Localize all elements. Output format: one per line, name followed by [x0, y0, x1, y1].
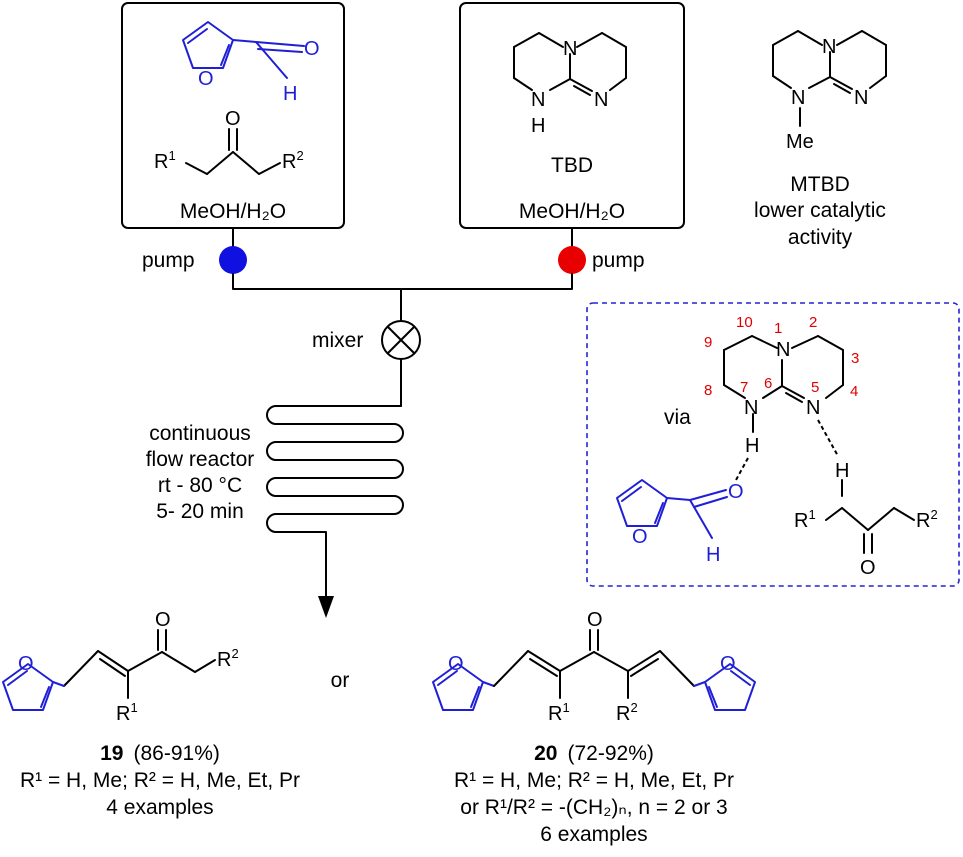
tbd-nh-label: N	[531, 89, 545, 111]
reactor-line-4: 5- 20 min	[156, 500, 244, 523]
right-pump-label: pump	[592, 249, 645, 272]
furfural-structure: O O H	[182, 21, 320, 105]
tbd-h-label: H	[531, 115, 545, 137]
left-pump-label: pump	[142, 249, 195, 272]
right-solvent-label: MeOH/H₂O	[519, 200, 625, 223]
mtbd-me-label: Me	[786, 131, 814, 153]
mech-furan-o-label: O	[632, 526, 648, 548]
mech-aldehyde-o-label: O	[728, 481, 744, 503]
reactor-line-3: rt - 80 °C	[158, 474, 242, 497]
ketone-r2-label: R2	[282, 148, 304, 173]
ring-number-6: 6	[764, 375, 772, 392]
ring-number-1: 1	[774, 320, 782, 337]
mech-n1-label: N	[776, 339, 790, 361]
right-reagent-box: N N H N TBD MeOH/H₂O	[459, 2, 685, 229]
mech-ketone-r1-label: R1	[794, 507, 816, 532]
product-19-structure: O O R2 R1	[2, 609, 239, 725]
left-reagent-box: O O H O R1 R2 MeOH/H₂O	[121, 2, 345, 229]
ketone-r1-label: R1	[154, 148, 176, 173]
p19-r1-label: R1	[116, 700, 138, 725]
ring-number-4: 4	[850, 383, 858, 400]
aldehyde-hydrogen-label: H	[283, 83, 297, 105]
aldehyde-oxygen-label: O	[304, 38, 320, 60]
mech-ketone-h-label: H	[835, 460, 849, 482]
ring-number-10: 10	[736, 314, 753, 331]
tbd-n5-label: N	[594, 89, 608, 111]
mtbd-note-2: activity	[788, 226, 853, 249]
tbd-n1-label: N	[563, 38, 577, 60]
p20-examples: 6 examples	[540, 823, 647, 846]
p20-r1-label: R1	[548, 700, 570, 725]
p19-furan-o-label: O	[18, 653, 34, 675]
h-bond-nh-o	[735, 457, 749, 481]
mech-aldehyde-h-label: H	[706, 544, 720, 566]
ring-number-3: 3	[851, 350, 859, 367]
left-solvent-label: MeOH/H₂O	[180, 200, 286, 223]
ketone-structure: O R1 R2	[154, 108, 304, 175]
left-pump[interactable]	[219, 246, 247, 274]
p20-left-furan-o-label: O	[448, 653, 464, 675]
p20-yield: (72-92%)	[567, 742, 653, 765]
mixer[interactable]	[381, 320, 421, 360]
product-20-structure: O O O R1 R2	[432, 609, 756, 725]
ring-number-7: 7	[740, 379, 748, 396]
mech-ketone-o-label: O	[860, 557, 876, 579]
ketone-oxygen-label: O	[225, 108, 241, 130]
p19-yield: (86-91%)	[133, 742, 219, 765]
mtbd-label: MTBD	[790, 173, 850, 196]
p20-right-furan-o-label: O	[720, 653, 736, 675]
mech-n7-label: N	[744, 397, 758, 419]
p20-number: 20	[534, 742, 557, 765]
h-bond-n-ch	[817, 419, 839, 457]
ring-number-8: 8	[704, 382, 712, 399]
flow-system: pump pump mixer continuous flow reactor …	[142, 227, 645, 618]
mtbd-n5-label: N	[854, 87, 868, 109]
mech-furfural-structure: O O H	[616, 479, 744, 566]
p19-title: 19 (86-91%)	[100, 742, 220, 765]
or-label: or	[331, 669, 350, 692]
tbd-label: TBD	[551, 154, 593, 177]
flow-arrow-head	[318, 596, 334, 618]
mech-ketone-r2-label: R2	[916, 507, 938, 532]
flow-reactor-coil	[266, 405, 404, 601]
p20-alt-substituents: or R¹/R² = -(CH₂)ₙ, n = 2 or 3	[460, 796, 727, 819]
mtbd-n1-label: N	[822, 36, 836, 58]
reactor-line-2: flow reactor	[146, 448, 255, 471]
p19-r2-label: R2	[217, 646, 239, 671]
p20-r2-label: R2	[616, 700, 638, 725]
mtbd-structure: N N N Me	[772, 30, 887, 153]
ring-number-9: 9	[704, 334, 712, 351]
ring-number-5: 5	[811, 379, 819, 396]
furan-oxygen-label: O	[198, 68, 214, 90]
mtbd-nme-label: N	[791, 87, 805, 109]
p19-number: 19	[100, 742, 123, 765]
mech-ketone-structure: H O R1 R2	[794, 460, 938, 579]
p19-substituents: R¹ = H, Me; R² = H, Me, Et, Pr	[20, 769, 300, 792]
via-label: via	[664, 406, 691, 429]
reactor-line-1: continuous	[149, 422, 251, 445]
mech-n5-label: N	[806, 397, 820, 419]
p20-ketone-o-label: O	[587, 609, 603, 631]
p20-title: 20 (72-92%)	[534, 742, 654, 765]
mixer-label: mixer	[312, 329, 363, 352]
ring-number-2: 2	[809, 314, 817, 331]
numbered-tbd-structure: N N H N 1 2 3 4 5 6 7 8 9 10	[704, 314, 859, 457]
p19-examples: 4 examples	[106, 796, 213, 819]
mtbd-note-1: lower catalytic	[754, 199, 886, 222]
right-pump[interactable]	[558, 246, 586, 274]
p19-ketone-o-label: O	[155, 609, 171, 631]
mechanism-box: via N N H N 1 2 3 4 5 6 7 8	[586, 302, 960, 587]
mech-h-label: H	[745, 435, 759, 457]
tbd-structure: N N H N	[513, 32, 627, 137]
p20-substituents: R¹ = H, Me; R² = H, Me, Et, Pr	[454, 769, 734, 792]
